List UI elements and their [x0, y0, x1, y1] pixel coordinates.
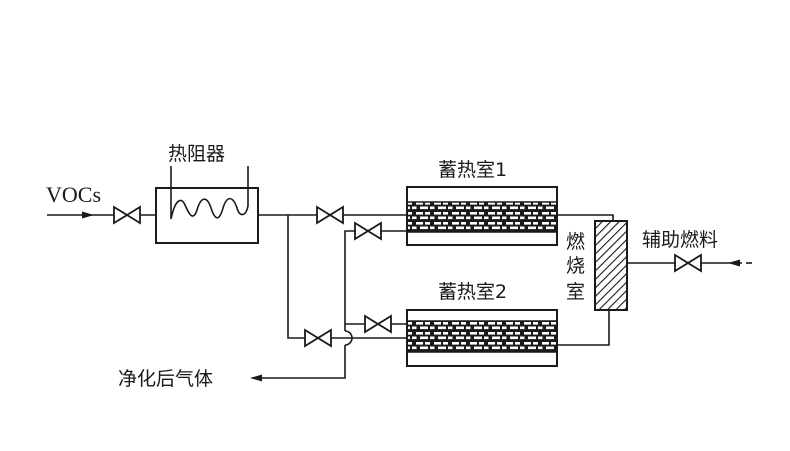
- combustion-label-2: 烧: [566, 255, 585, 277]
- inlet-valve[interactable]: [113, 205, 141, 225]
- combustion-chamber-outline: [594, 220, 628, 311]
- valve-chamber2-in[interactable]: [304, 328, 332, 348]
- combustion-to-chamber2-pipe: [557, 310, 610, 346]
- aux-fuel-arrow-icon: [728, 259, 740, 267]
- aux-fuel-label: 辅助燃料: [642, 229, 718, 251]
- combustion-label-1: 燃: [566, 231, 585, 253]
- heater-box: [155, 187, 259, 244]
- valve-icon: [113, 205, 141, 225]
- heater: [155, 166, 259, 244]
- regenerator-1-bed: [408, 202, 556, 232]
- chamber1-to-combustion-pipe: [557, 214, 614, 221]
- aux-fuel-valve[interactable]: [674, 253, 702, 273]
- valve-icon: [354, 221, 382, 241]
- chamber2-inlet-branch-pipe: [287, 215, 407, 339]
- regenerator-1: [406, 186, 558, 246]
- heater-label: 热阻器: [168, 143, 225, 165]
- inlet-label: VOCs: [46, 182, 101, 207]
- outlet-pipe: [262, 345, 346, 379]
- combustion-chamber: [594, 220, 628, 311]
- outlet-arrow-icon: [250, 374, 262, 382]
- heater-coil-icon: [170, 166, 249, 220]
- regenerator-2: [406, 309, 558, 367]
- inlet-arrow-icon: [82, 211, 94, 219]
- pipe-crossover-hop: [344, 330, 353, 346]
- valve-icon: [316, 205, 344, 225]
- chamber1-exhaust-pipe: [344, 230, 407, 331]
- valve-icon: [674, 253, 702, 273]
- valve-chamber1-in[interactable]: [316, 205, 344, 225]
- chamber1-label: 蓄热室1: [438, 159, 507, 181]
- combustion-chamber-fill: [595, 221, 627, 310]
- chamber2-label: 蓄热室2: [438, 281, 507, 303]
- valve-chamber2-out[interactable]: [364, 314, 392, 334]
- regenerator-2-bed: [408, 321, 556, 352]
- valve-icon: [364, 314, 392, 334]
- valve-icon: [304, 328, 332, 348]
- outlet-label: 净化后气体: [118, 368, 213, 390]
- valve-chamber1-out[interactable]: [354, 221, 382, 241]
- combustion-label-3: 室: [566, 281, 585, 303]
